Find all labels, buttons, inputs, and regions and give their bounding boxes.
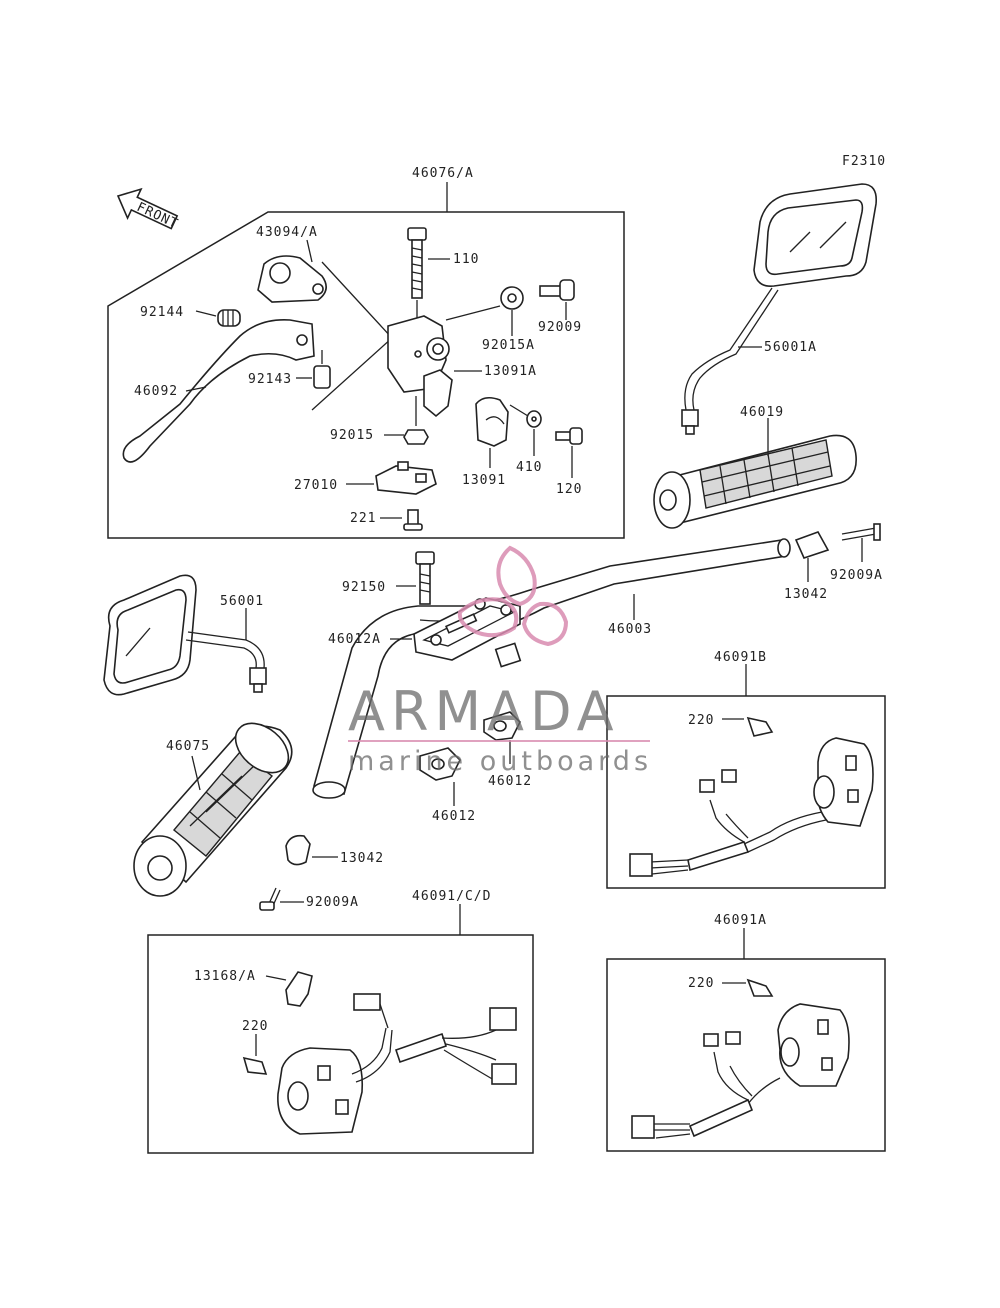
- weight-13042-left: [285, 834, 311, 866]
- label-46012-left: 46012: [432, 809, 476, 824]
- lever-assembly-box: 46076/A 110 43094/A 92144: [107, 166, 625, 539]
- screw-92009: [539, 279, 575, 301]
- screw-92009a-right: [841, 523, 881, 541]
- label-43094: 43094/A: [256, 225, 318, 240]
- label-220-a: 220: [688, 976, 714, 991]
- label-92015: 92015: [330, 428, 374, 443]
- switch-box-46091b: [606, 664, 886, 889]
- label-46012a: 46012A: [328, 632, 381, 647]
- screw-120: [555, 427, 583, 445]
- label-46003: 46003: [608, 622, 652, 637]
- label-46091b: 46091B: [714, 650, 767, 665]
- clamp-13091a: [423, 369, 453, 418]
- label-220-cd: 220: [242, 1019, 268, 1034]
- handlebar-46003: [312, 538, 791, 799]
- label-13042-right: 13042: [784, 587, 828, 602]
- spring-92144: [217, 309, 241, 327]
- label-120: 120: [556, 482, 582, 497]
- bolt-92150: [415, 551, 435, 605]
- clamp-46012-right: [483, 711, 521, 741]
- switch-box-46091a: [606, 928, 886, 1152]
- bolt-110: [407, 227, 450, 330]
- watermark-brand: ARMADA: [348, 680, 620, 743]
- watermark-logo-icon: [457, 545, 569, 647]
- adjuster-43094: [257, 255, 327, 303]
- label-46075: 46075: [166, 739, 210, 754]
- label-92143: 92143: [248, 372, 292, 387]
- label-56001: 56001: [220, 594, 264, 609]
- mirror-56001a: [681, 183, 878, 435]
- label-92009a-left: 92009A: [306, 895, 359, 910]
- label-221: 221: [350, 511, 376, 526]
- label-92150: 92150: [342, 580, 386, 595]
- washer-92015a: [500, 286, 524, 310]
- front-label: FRONT: [134, 200, 180, 232]
- lever-46092: [122, 319, 315, 463]
- collar-92143: [313, 350, 331, 389]
- switch-27010: [375, 461, 437, 495]
- label-110: 110: [453, 252, 479, 267]
- washer-410: [526, 410, 542, 428]
- label-13091: 13091: [462, 473, 506, 488]
- weight-13042-right: [794, 531, 830, 559]
- label-13042-left: 13042: [340, 851, 384, 866]
- label-46092: 46092: [134, 384, 178, 399]
- screw-221: [403, 509, 423, 531]
- label-92144: 92144: [140, 305, 184, 320]
- label-46091a: 46091A: [714, 913, 767, 928]
- diagram-id: F2310: [842, 154, 886, 169]
- label-46091cd: 46091/C/D: [412, 889, 491, 904]
- screw-92009a-left: [259, 887, 281, 911]
- grip-46075: [133, 722, 293, 897]
- label-13091a: 13091A: [484, 364, 537, 379]
- label-13168: 13168/A: [194, 969, 256, 984]
- clamp-46012-left: [419, 747, 461, 781]
- label-46012-right: 46012: [488, 774, 532, 789]
- label-220-b: 220: [688, 713, 714, 728]
- label-56001a: 56001A: [764, 340, 817, 355]
- label-46019: 46019: [740, 405, 784, 420]
- switch-box-46091cd: [147, 904, 534, 1154]
- label-92015a: 92015A: [482, 338, 535, 353]
- mirror-56001: [103, 574, 267, 696]
- front-arrow-icon: FRONT: [116, 187, 180, 232]
- label-92009a-right: 92009A: [830, 568, 883, 583]
- label-92009: 92009: [538, 320, 582, 335]
- clamp-13091: [475, 396, 509, 447]
- label-46076: 46076/A: [412, 166, 474, 181]
- grip-46019: [653, 434, 857, 529]
- watermark-tagline: marine outboards: [348, 746, 652, 777]
- label-27010: 27010: [294, 478, 338, 493]
- nut-92015: [403, 396, 429, 445]
- label-410: 410: [516, 460, 542, 475]
